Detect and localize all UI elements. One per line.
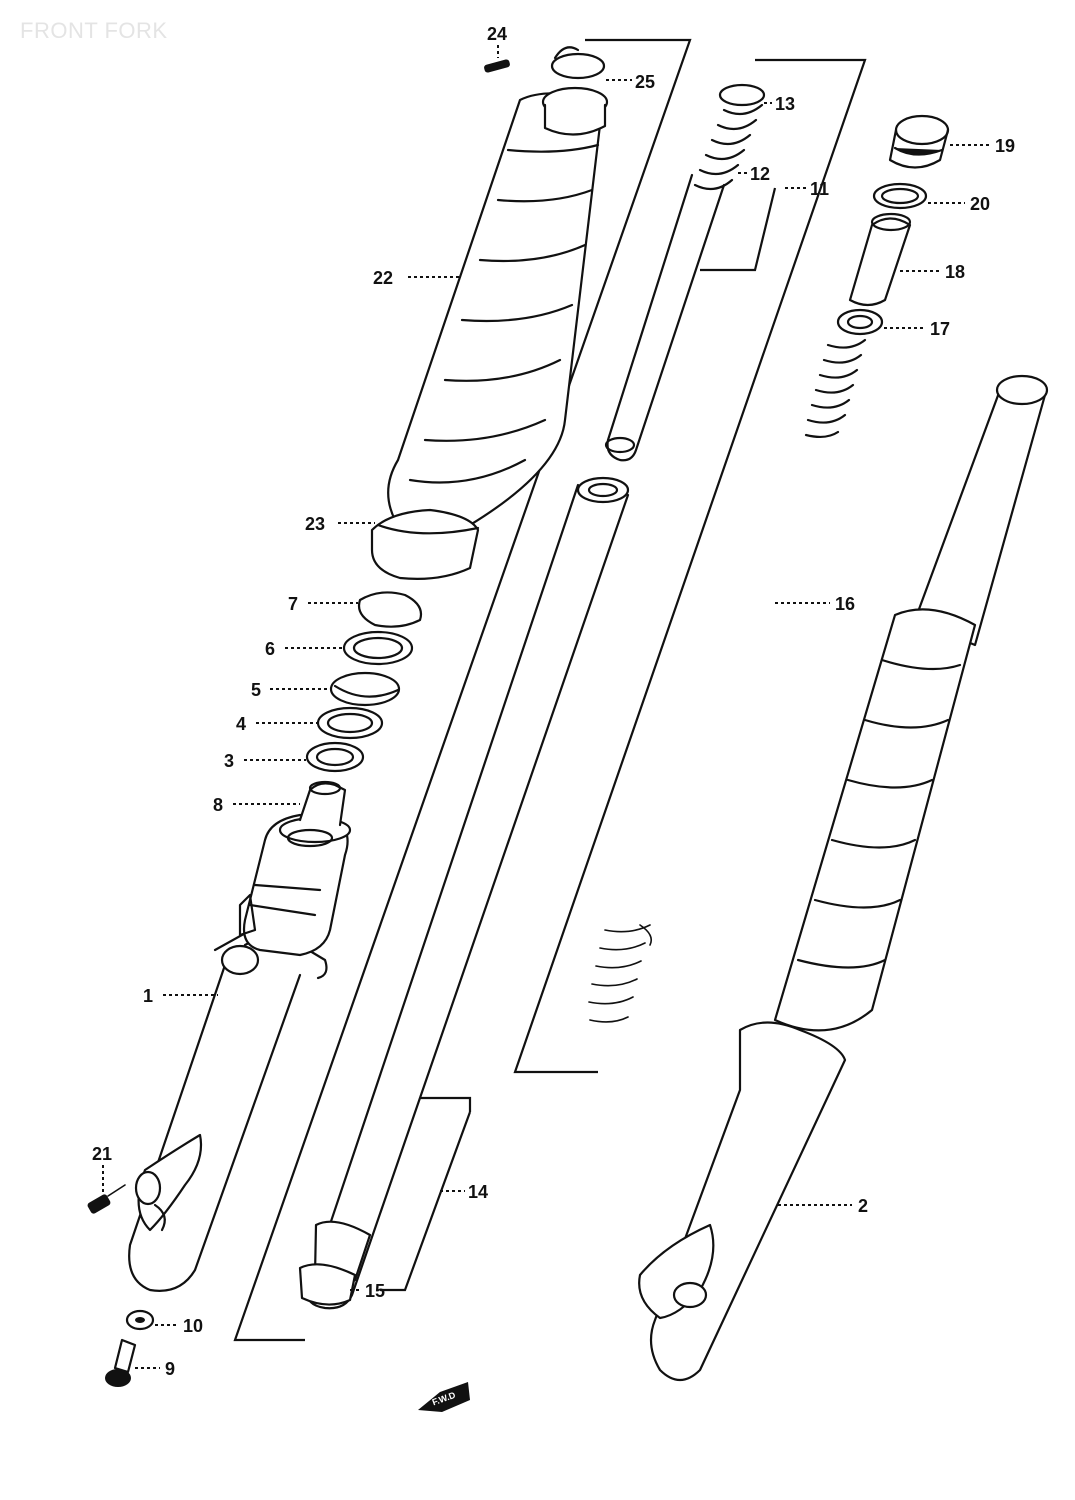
callout-label-21: 21 [92,1144,112,1164]
part-21-bolt [87,1184,126,1214]
part-8-stem [298,780,347,827]
left-fork-upper-housing [238,813,352,957]
callout-11: 11 [700,179,829,272]
callout-label-17: 17 [930,319,950,339]
callout-13: 13 [764,94,795,114]
callout-15: 15 [350,1281,385,1301]
part-5-ring [329,671,401,707]
callout-label-13: 13 [775,94,795,114]
callout-18: 18 [900,262,965,282]
callout-8: 8 [213,795,300,815]
callout-label-14: 14 [468,1182,488,1202]
callout-label-5: 5 [251,680,261,700]
part-6-ring [342,630,414,666]
part-17-seat [836,308,884,336]
part-24-screw [484,59,510,73]
callout-label-10: 10 [183,1316,203,1336]
part-22-rubber-boot [387,86,609,533]
part-13-ring [718,83,766,107]
callout-label-7: 7 [288,594,298,614]
callout-20: 20 [928,194,990,214]
left-fork-outer-tube [128,923,328,1292]
callout-5: 5 [251,680,330,700]
part-3-ring [305,741,365,773]
part-2-right-fork [638,374,1049,1382]
part-15-bushing [298,1263,357,1306]
callout-label-12: 12 [750,164,770,184]
callout-3: 3 [224,751,306,771]
part-16-fork-spring [588,338,867,1023]
callout-label-6: 6 [265,639,275,659]
callout-label-19: 19 [995,136,1015,156]
part-9-bolt [105,1338,137,1387]
part-18-spacer [848,212,912,307]
callout-label-3: 3 [224,751,234,771]
part-10-washer [125,1309,155,1331]
part-4-ring [316,706,384,740]
callout-23: 23 [305,514,375,534]
callout-24: 24 [487,24,507,58]
callout-7: 7 [288,594,358,614]
callout-label-22: 22 [373,268,393,288]
callout-label-20: 20 [970,194,990,214]
callout-16: 16 [775,594,855,614]
callout-19: 19 [950,136,1015,156]
callout-label-18: 18 [945,262,965,282]
callout-10: 10 [155,1316,203,1336]
assembly-bracket-11 [513,58,867,1074]
callout-label-25: 25 [635,72,655,92]
callout-9: 9 [135,1359,175,1379]
part-19-cap-bolt [888,114,950,169]
callout-label-11: 11 [810,179,829,199]
callout-17: 17 [884,319,950,339]
callout-22: 22 [373,268,460,288]
callout-12: 12 [738,164,770,184]
part-7-seal [357,591,423,628]
part-12-rebound-spring [693,103,764,191]
fwd-arrow-icon: F.W.D [418,1382,470,1412]
callout-label-24: 24 [487,24,507,44]
callout-label-1: 1 [143,986,153,1006]
callout-label-16: 16 [835,594,855,614]
callout-label-4: 4 [236,714,246,734]
callout-1: 1 [143,986,218,1006]
part-20-oring [872,182,928,210]
callout-6: 6 [265,639,342,659]
part-23-clamp [370,508,480,580]
callout-21: 21 [92,1144,112,1192]
callout-14: 14 [380,1111,488,1292]
callout-4: 4 [236,714,318,734]
callout-2: 2 [778,1196,868,1216]
callout-label-8: 8 [213,795,223,815]
assembly-bracket-22 [233,38,692,1342]
diagram-title: FRONT FORK [20,18,168,43]
part-11-damper-rod [604,173,726,462]
callout-25: 25 [606,72,655,92]
part-25-clip [550,46,606,80]
callout-label-2: 2 [858,1196,868,1216]
assembly-bracket-14 [420,1096,472,1112]
callout-label-23: 23 [305,514,325,534]
callout-label-9: 9 [165,1359,175,1379]
callout-label-15: 15 [365,1281,385,1301]
